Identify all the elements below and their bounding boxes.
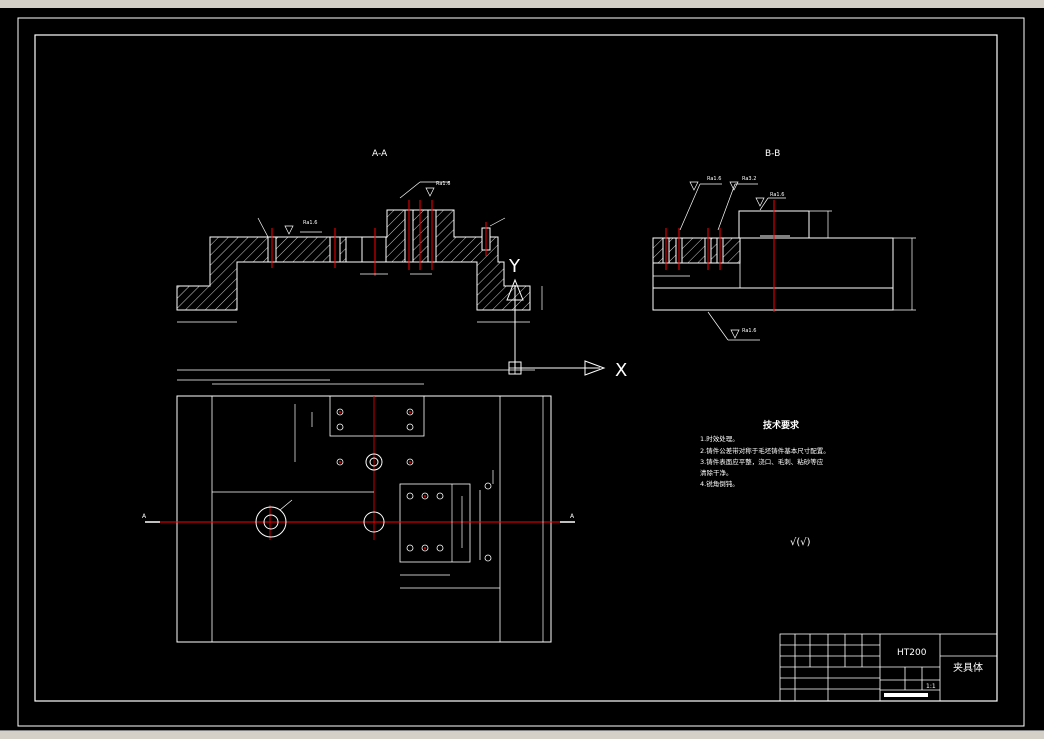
section-mark-left: A	[142, 513, 147, 520]
section-mark-right: A	[570, 513, 575, 520]
sheet-inner-border	[34, 34, 998, 702]
section-bb-view: Ra1.6 Ra3.2 Ra1.6 Ra1.6	[652, 176, 916, 341]
tech-requirements-title: 技术要求	[763, 419, 800, 431]
tech-line-4: 清除干净。	[700, 468, 733, 477]
bb-roughness-label-2: Ra3.2	[742, 176, 756, 182]
ucs-x-label: X	[615, 360, 627, 381]
drawing-sheet: A-A Ra1.6 Ra1.6	[17, 17, 1025, 727]
scale-label: 1:1	[926, 683, 936, 690]
surface-roughness-symbol: √(√)	[790, 537, 811, 548]
tech-line-2: 2.铸件公差带对称于毛坯铸件基本尺寸配置。	[700, 446, 830, 455]
window-bottom-strip	[0, 730, 1044, 739]
roughness-label: Ra1.6	[303, 220, 317, 226]
sheet-outer-border	[17, 17, 1025, 727]
material-label: HT200	[897, 648, 927, 658]
section-bb-label: B-B	[765, 149, 780, 159]
tech-requirements-list: 1.时效处理。 2.铸件公差带对称于毛坯铸件基本尺寸配置。 3.铸件表面应平整，…	[700, 434, 830, 488]
ucs-y-label: Y	[508, 256, 521, 277]
bb-roughness-label-4: Ra1.6	[742, 328, 756, 334]
roughness-label-2: Ra1.6	[436, 181, 450, 187]
bb-roughness-label-3: Ra1.6	[770, 192, 784, 198]
tech-line-5: 4.锐角倒钝。	[700, 479, 739, 488]
cad-drawing-canvas[interactable]: A-A Ra1.6 Ra1.6	[0, 8, 1044, 730]
title-block-bar	[884, 693, 928, 697]
bb-roughness-label: Ra1.6	[707, 176, 721, 182]
tech-line-1: 1.时效处理。	[700, 434, 739, 443]
ucs-icon: Y X	[506, 256, 627, 381]
plan-view: A A	[142, 369, 575, 643]
title-block	[779, 633, 998, 702]
section-aa-label: A-A	[372, 149, 388, 159]
part-name-label: 夹具体	[953, 661, 983, 674]
section-aa-view: Ra1.6 Ra1.6	[176, 181, 543, 323]
tech-line-3: 3.铸件表面应平整，浇口、毛刺、粘砂等应	[700, 457, 824, 466]
